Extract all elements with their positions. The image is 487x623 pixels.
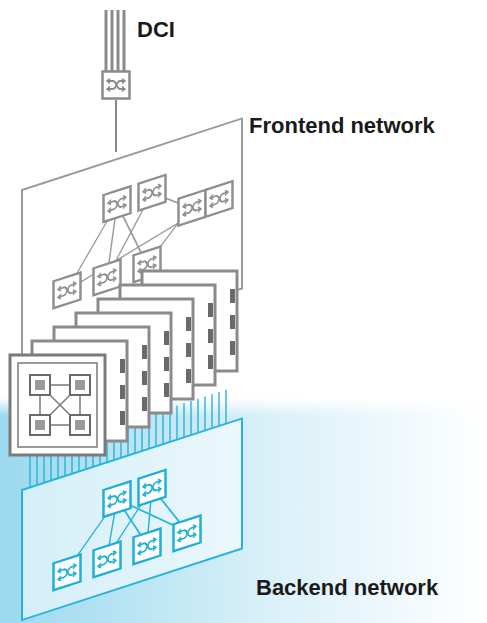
server-port — [208, 355, 213, 369]
link-line — [197, 399, 198, 433]
link-line — [190, 401, 191, 435]
gpu-die — [75, 420, 85, 430]
link-line — [29, 453, 30, 487]
link-line — [162, 410, 163, 444]
network-label: DCI — [137, 18, 175, 42]
server-port — [164, 383, 169, 397]
server-port — [230, 315, 235, 329]
server-port — [120, 385, 125, 399]
server-port — [142, 345, 147, 359]
server-port — [186, 317, 191, 331]
gpu-chip — [30, 415, 50, 435]
link-line — [204, 397, 205, 431]
server-stack — [10, 271, 237, 455]
server-port — [186, 343, 191, 357]
gpu-chip — [70, 415, 90, 435]
server-port — [186, 369, 191, 383]
server-port — [230, 341, 235, 355]
server-port — [164, 357, 169, 371]
server-port — [164, 331, 169, 345]
link-line — [183, 403, 184, 437]
link-line — [155, 412, 156, 446]
server-port — [208, 303, 213, 317]
gpu-chip — [70, 375, 90, 395]
gpu-chip — [30, 375, 50, 395]
link-line — [218, 392, 219, 426]
network-label: Frontend network — [249, 114, 435, 138]
server-port — [120, 411, 125, 425]
server-port — [208, 329, 213, 343]
gpu-die — [75, 380, 85, 390]
server-port — [230, 289, 235, 303]
gpu-die — [35, 420, 45, 430]
server-port — [142, 397, 147, 411]
server-front — [10, 355, 105, 455]
network-label: Backend network — [256, 576, 438, 600]
server-port — [120, 359, 125, 373]
server-port — [142, 371, 147, 385]
gpu-die — [35, 380, 45, 390]
link-line — [225, 390, 226, 424]
link-line — [211, 394, 212, 428]
link-line — [176, 406, 177, 440]
server-board — [18, 363, 97, 447]
